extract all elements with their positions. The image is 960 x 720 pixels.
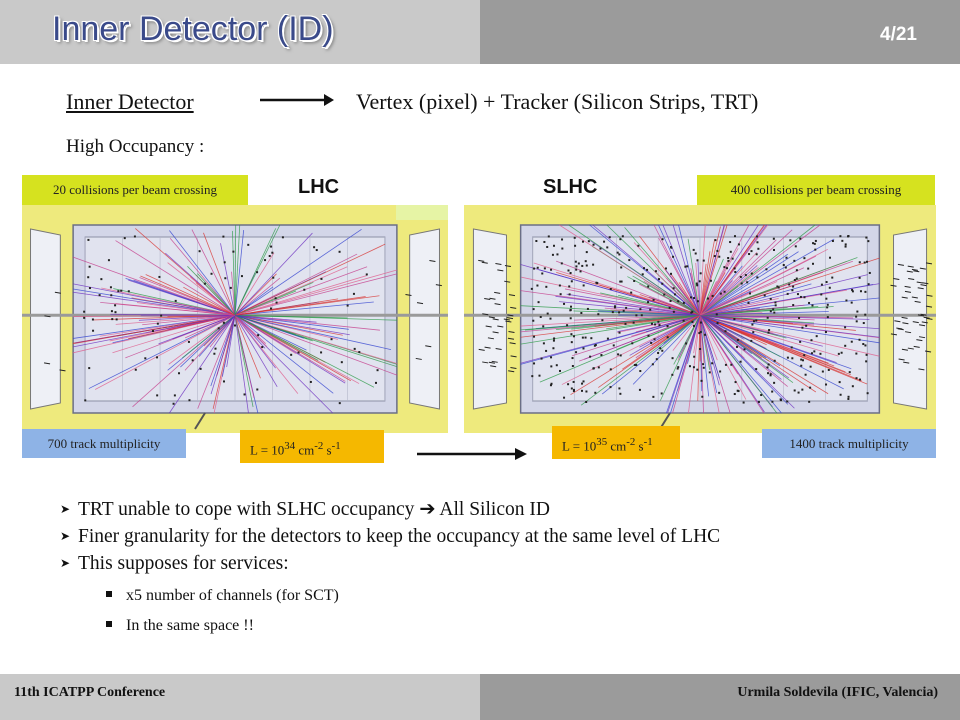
lhc-track-multiplicity: 700 track multiplicity xyxy=(22,429,186,458)
inner-detector-label: Inner Detector xyxy=(66,89,194,114)
footer-bar-left xyxy=(0,674,480,720)
high-occupancy-label: High Occupancy : xyxy=(66,136,205,157)
square-bullet-icon xyxy=(106,591,112,597)
header-bar-right xyxy=(480,0,960,64)
sub-bullet-item: In the same space !! xyxy=(60,611,720,641)
slhc-luminosity: L = 1035 cm-2 s-1 xyxy=(552,426,680,459)
footer-author: Urmila Soldevila (IFIC, Valencia) xyxy=(737,685,938,700)
arrow-right-icon xyxy=(260,94,334,106)
inner-detector-description: Vertex (pixel) + Tracker (Silicon Strips… xyxy=(356,89,759,114)
bullet-item: ➤This supposes for services: xyxy=(60,550,720,577)
lhc-event-display xyxy=(22,205,448,433)
slhc-section-title: SLHC xyxy=(543,176,598,198)
square-bullet-icon xyxy=(106,621,112,627)
arrow-bullet-icon: ➤ xyxy=(60,529,71,543)
page-number: 4/21 xyxy=(880,24,917,45)
bullet-item: ➤Finer granularity for the detectors to … xyxy=(60,523,720,550)
lhc-collisions-label: 20 collisions per beam crossing xyxy=(22,175,248,205)
arrow-bullet-icon: ➤ xyxy=(60,556,71,570)
slide-title: Inner Detector (ID) xyxy=(52,10,334,48)
arrow-right-icon: ➔ xyxy=(419,499,436,520)
footer-conference: 11th ICATPP Conference xyxy=(14,685,166,700)
header-bar-left xyxy=(0,0,480,64)
sub-bullet-item: x5 number of channels (for SCT) xyxy=(60,581,720,611)
lhc-section-title: LHC xyxy=(298,176,340,198)
footer-bar-right xyxy=(480,674,960,720)
slhc-track-multiplicity: 1400 track multiplicity xyxy=(762,429,936,458)
arrow-bullet-icon: ➤ xyxy=(60,502,71,516)
bullet-item: ➤TRT unable to cope with SLHC occupancy … xyxy=(60,496,720,523)
bullet-list: ➤TRT unable to cope with SLHC occupancy … xyxy=(60,496,720,641)
lhc-panel-notch xyxy=(396,205,448,220)
slhc-collisions-label: 400 collisions per beam crossing xyxy=(697,175,935,205)
arrow-right-icon xyxy=(417,448,527,460)
lhc-luminosity: L = 1034 cm-2 s-1 xyxy=(240,430,384,463)
slhc-event-display xyxy=(464,205,936,433)
